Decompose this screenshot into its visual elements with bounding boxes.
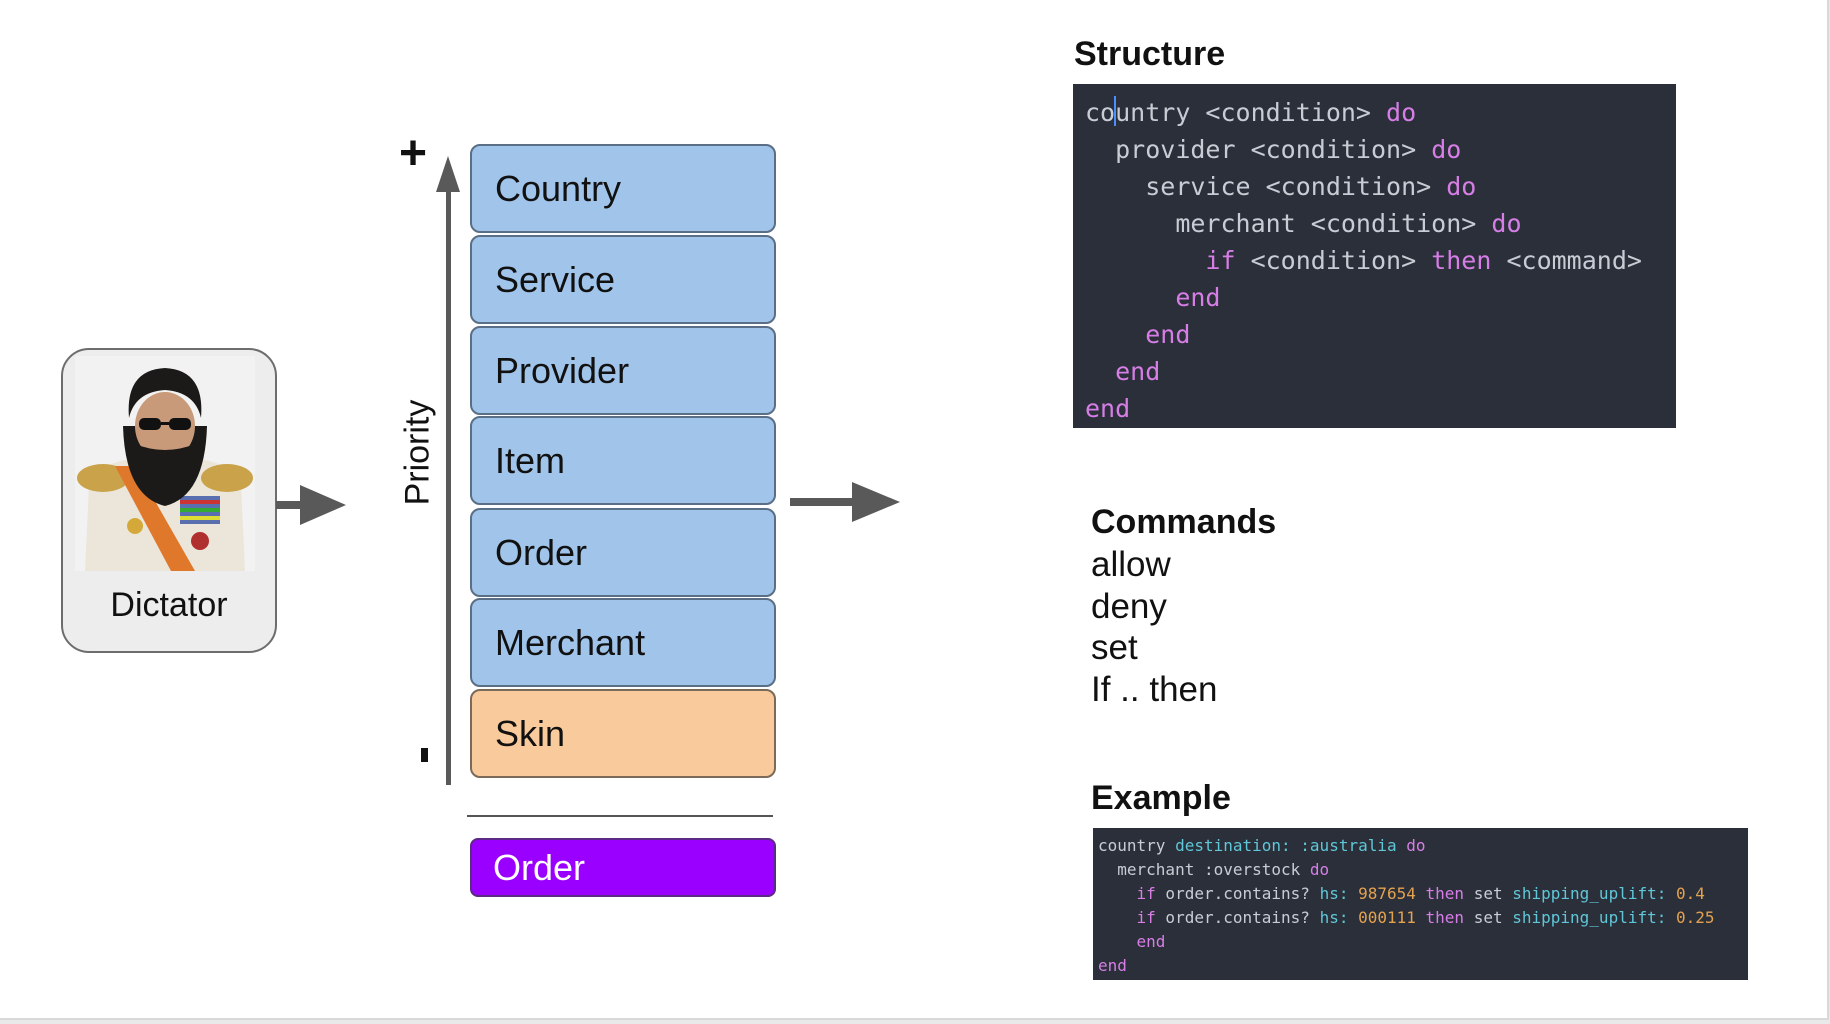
code-line: if order.contains? hs: 987654 then set s… [1136,884,1705,903]
order-output-box: Order [470,838,776,897]
structure-code-block: country <condition> do provider <conditi… [1073,84,1676,428]
code-line: country destination: :australia do [1098,836,1426,855]
stack-divider [467,815,773,817]
dictator-label: Dictator [110,586,228,624]
code-line: provider <condition> do [1115,135,1462,164]
command-set: set [1091,628,1138,667]
stack-item-order: Order [470,508,776,597]
stack-item-merchant: Merchant [470,598,776,687]
code-line: service <condition> do [1145,172,1477,201]
code-line: if <condition> then <command> [1205,246,1642,275]
priority-high-marker: + [399,127,428,180]
text-cursor [1114,96,1117,126]
dictator-photo [75,356,255,571]
code-line: end [1145,320,1191,349]
code-line: if order.contains? hs: 000111 then set s… [1136,908,1715,927]
command-allow: allow [1091,545,1171,584]
priority-low-marker [421,748,428,762]
dictator-card: Dictator [61,348,277,653]
code-line: country <condition> do [1085,96,1417,127]
code-line: end [1136,932,1166,951]
stack-item-item: Item [470,416,776,505]
priority-axis-arrow [436,156,460,785]
code-line: end [1175,283,1221,312]
stack-item-service: Service [470,235,776,324]
stack-item-country: Country [470,144,776,233]
commands-title: Commands [1091,503,1277,541]
code-line: end [1085,394,1131,423]
arrow-stack-to-rules [790,482,900,522]
stack-item-skin: Skin [470,689,776,778]
structure-title: Structure [1074,35,1226,73]
code-line: merchant :overstock do [1098,860,1330,879]
command-deny: deny [1091,587,1167,626]
example-title: Example [1091,779,1231,817]
code-line: end [1098,956,1127,975]
example-code-block: country destination: :australia do merch… [1093,828,1748,980]
arrow-dictator-to-stack [276,485,346,525]
code-line: end [1115,357,1161,386]
code-line: merchant <condition> do [1175,209,1522,238]
command-if-then: If .. then [1091,670,1218,709]
stack-item-provider: Provider [470,326,776,415]
